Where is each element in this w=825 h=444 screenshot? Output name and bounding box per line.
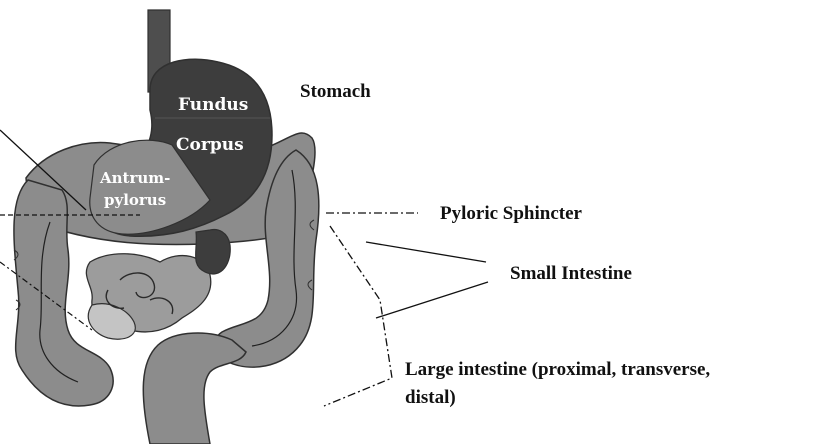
fundus-label: Fundus (178, 95, 248, 115)
small-intestine-loops (86, 254, 210, 339)
large-intestine-label-line2: distal) (405, 387, 456, 408)
large-intestine-label-line1: Large intestine (proximal, transverse, (405, 359, 710, 380)
small-intestine-label: Small Intestine (510, 263, 632, 284)
small-intestine-pointer-lower (376, 282, 488, 318)
corpus-label: Corpus (176, 135, 244, 155)
stomach-label: Stomach (300, 81, 371, 102)
antrum-label-line2: pylorus (104, 191, 166, 209)
antrum-label-line1: Antrum- (99, 169, 170, 187)
duodenum (196, 230, 231, 274)
small-intestine-pointer-upper (366, 242, 486, 262)
sigmoid-colon-rectum (143, 333, 246, 444)
pyloric-sphincter-label: Pyloric Sphincter (440, 203, 583, 224)
